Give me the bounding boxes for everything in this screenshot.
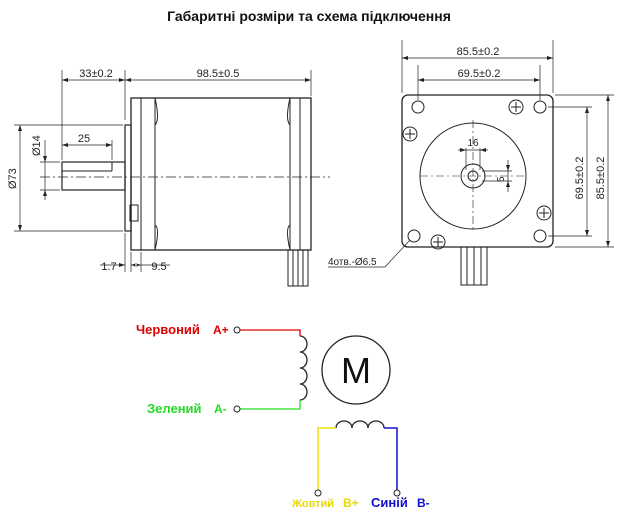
terminal-b-minus bbox=[393, 489, 401, 497]
dim-shaft-length: 33±0.2 bbox=[79, 68, 113, 80]
dim-flange-thickness: 9.5 bbox=[151, 261, 166, 273]
dim-holes-spacing: 69.5±0.2 bbox=[458, 68, 501, 80]
dim-holes-spacing-vertical: 69.5±0.2 bbox=[574, 157, 586, 200]
mount-hole-tl bbox=[411, 100, 425, 114]
screw-icon bbox=[508, 99, 524, 115]
front-body bbox=[401, 94, 554, 248]
mount-hole-tr bbox=[533, 100, 547, 114]
label-a-minus-pin: A- bbox=[214, 402, 227, 416]
screw-icon bbox=[430, 234, 446, 250]
dim-flat-depth: 5 bbox=[496, 176, 507, 182]
wire-a-plus bbox=[240, 329, 301, 336]
front-view-labels: 85.5±0.2 69.5±0.2 16 5 69.5±0.2 85.5±0.2… bbox=[328, 46, 607, 268]
label-b-plus-pin: B+ bbox=[343, 496, 359, 510]
terminal-a-minus bbox=[233, 405, 241, 413]
terminal-a-plus bbox=[233, 326, 241, 334]
shaft-side bbox=[61, 161, 126, 191]
wire-b-minus bbox=[384, 427, 398, 490]
label-a-plus-pin: A+ bbox=[213, 323, 229, 337]
wiring-diagram: M Червоний A+ Зелений A- Жовтий B+ Синій… bbox=[136, 322, 430, 510]
label-b-minus-pin: B- bbox=[417, 496, 430, 510]
dim-shaft-diameter: Ø14 bbox=[31, 135, 43, 156]
screw-icon bbox=[536, 205, 552, 221]
motor-body-side bbox=[130, 97, 312, 251]
label-a-minus-name: Зелений bbox=[147, 401, 202, 416]
connector-side bbox=[129, 204, 139, 222]
coil-a bbox=[299, 335, 308, 401]
motor-symbol-label: M bbox=[341, 350, 371, 391]
label-b-minus-name: Синій bbox=[371, 495, 408, 510]
wire-b-plus bbox=[317, 427, 336, 490]
dim-shaft-flat-width: 16 bbox=[467, 138, 479, 149]
dim-boss: 1.7 bbox=[101, 261, 116, 273]
dim-shaft-flat: 25 bbox=[78, 133, 90, 145]
screw-icon bbox=[402, 126, 418, 142]
motor-symbol bbox=[321, 335, 391, 405]
side-view bbox=[14, 70, 330, 287]
drawing-title: Габаритні розміри та схема підключення bbox=[167, 8, 451, 24]
mount-hole-br bbox=[533, 229, 547, 243]
coil-b bbox=[335, 420, 385, 429]
dim-flange-diameter: Ø73 bbox=[7, 168, 19, 189]
mount-hole-bl bbox=[407, 229, 421, 243]
dim-front-width: 85.5±0.2 bbox=[457, 46, 500, 58]
side-view-labels: 33±0.2 98.5±0.5 25 Ø14 Ø73 1.7 9.5 bbox=[7, 68, 239, 273]
dim-front-height: 85.5±0.2 bbox=[595, 157, 607, 200]
dim-body-length: 98.5±0.5 bbox=[197, 68, 240, 80]
wire-a-minus bbox=[240, 400, 301, 410]
label-b-plus-name: Жовтий bbox=[291, 498, 334, 510]
front-view bbox=[328, 40, 614, 286]
dim-holes-label: 4отв.-Ø6.5 bbox=[328, 257, 377, 268]
terminal-b-plus bbox=[314, 489, 322, 497]
label-a-plus-name: Червоний bbox=[136, 322, 200, 337]
